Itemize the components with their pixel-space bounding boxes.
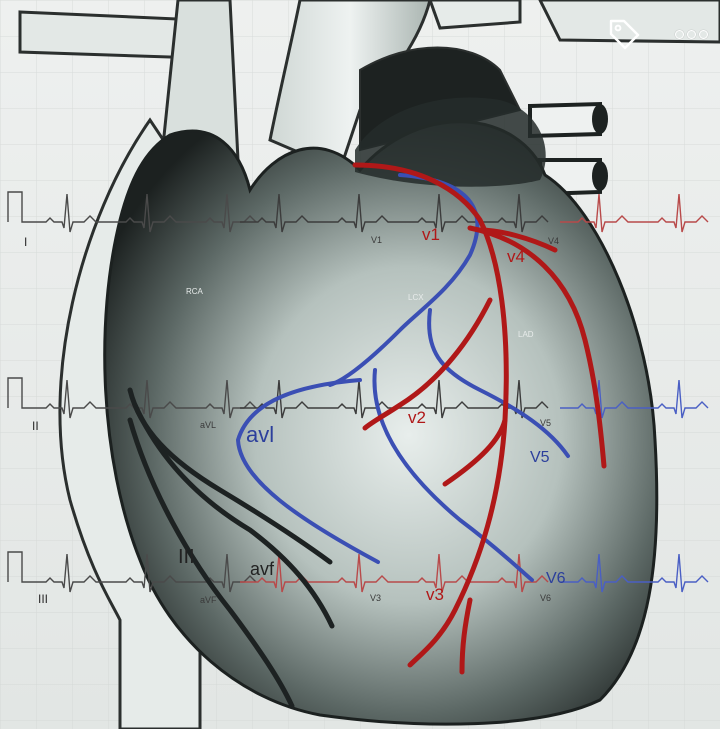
ecg-traces: [7, 191, 709, 593]
small-label-avl: aVL: [200, 420, 216, 430]
lead-i-label: I: [24, 235, 27, 249]
ecg-lead-labels: I II III: [24, 235, 48, 606]
small-lead-labels: V1 V4 aVL V5 aVF V3 V6: [200, 235, 559, 605]
lad-artery-diag: [477, 227, 558, 253]
large-label-avf: avf: [250, 559, 275, 579]
lcx-artery-v6-branch: [372, 368, 534, 582]
small-label-v5: V5: [540, 418, 551, 428]
ecg-trace-v5: [560, 379, 709, 419]
rca-artery-3: [127, 417, 295, 709]
small-label-v3: V3: [370, 593, 381, 603]
large-label-v4: v4: [507, 247, 525, 266]
lad-artery-v2-branch: [362, 297, 493, 431]
lcx-artery-main: [328, 173, 480, 387]
ecg-trace-avf: [240, 553, 549, 593]
small-label-v6: V6: [540, 593, 551, 603]
coronary-arteries: [127, 162, 607, 709]
lcx-label: LCX: [408, 293, 424, 302]
rca-artery-2: [132, 402, 335, 629]
lad-label: LAD: [518, 330, 534, 339]
large-label-avl: avl: [246, 422, 274, 447]
small-label-v4: V4: [548, 236, 559, 246]
large-label-iii: III: [178, 546, 195, 568]
lad-artery-v4-branch: [467, 225, 607, 469]
large-label-v6: V6: [546, 570, 566, 587]
tag-icon-glyph: [609, 19, 640, 50]
ecg-trace-lead-i: [7, 191, 257, 233]
great-vessels: [18, 0, 720, 197]
more-dot-2: [686, 29, 696, 39]
ecg-trace-v6: [560, 553, 709, 593]
large-label-v3: v3: [426, 585, 444, 604]
large-label-v1: v1: [422, 225, 440, 244]
pulmonary-vein-upper-end: [592, 104, 608, 134]
left-atrial-appendage: [355, 97, 546, 187]
large-label-v5: V5: [530, 449, 550, 466]
lead-ii-label: II: [32, 419, 39, 433]
rca-label: RCA: [186, 287, 204, 296]
more-dot-1: [674, 29, 684, 39]
aorta-branch-right: [428, 0, 522, 30]
more-dots-icon[interactable]: [668, 14, 714, 54]
large-label-v2: v2: [408, 408, 426, 427]
lad-artery-tail: [459, 597, 473, 675]
artery-labels: RCA LCX LAD: [186, 287, 534, 339]
more-dot-3: [698, 29, 708, 39]
aortic-arch: [268, 0, 432, 173]
lcx-artery-avl-branch: [235, 378, 380, 564]
ecg-trace-v4: [560, 193, 709, 233]
ecg-trace-lead-iii: [7, 551, 257, 593]
lad-artery-lower-branch: [442, 417, 508, 487]
lead-iii-label: III: [38, 592, 48, 606]
large-lead-labels: v1 v4 avl v2 V5 III avf V6 v3: [178, 225, 566, 604]
pulmonary-vein-upper: [528, 101, 602, 139]
ecg-trace-v1: [240, 193, 549, 233]
small-label-avf: aVF: [200, 595, 217, 605]
small-label-v1: V1: [371, 235, 382, 245]
pulmonary-vein-lower-end: [592, 161, 608, 191]
tag-icon[interactable]: [604, 14, 644, 54]
lcx-artery-v5-branch: [427, 308, 570, 458]
lad-artery-main: [352, 162, 509, 668]
